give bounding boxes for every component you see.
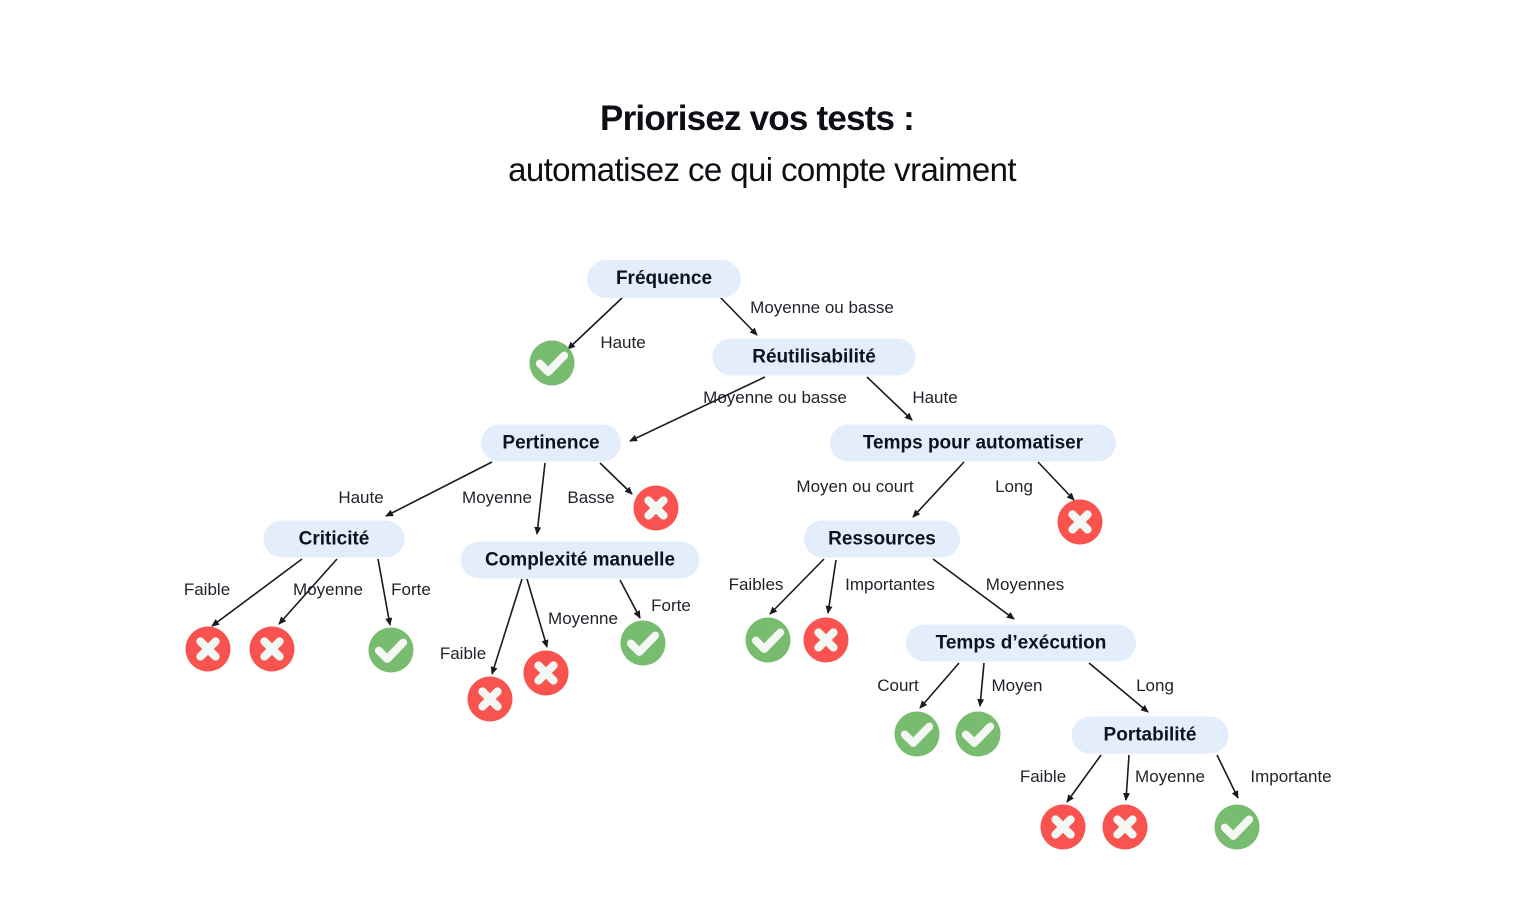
cross-icon [185, 626, 231, 672]
edge-line-ressources-faibles [769, 558, 825, 615]
edge-line-portabilite-importante [1216, 754, 1239, 799]
edge-line-pertinence-moyenne [534, 462, 546, 535]
edge-label-criticite-moyenne: Moyenne [293, 580, 363, 599]
edge-label-ressources-faibles: Faibles [728, 575, 784, 594]
edge-label-execution-long: Long [1136, 676, 1174, 695]
node-temps-pour-automatiser: Temps pour automatiser [830, 424, 1116, 462]
check-icon [620, 620, 666, 666]
edge-line-criticite-moyenne [278, 558, 338, 625]
edge-label-ressources-importantes: Importantes [845, 575, 935, 594]
edge-label-reutilisabilite-moyenne-basse: Moyenne ou basse [703, 388, 847, 407]
edge-line-reutilisabilite-haute [866, 376, 913, 421]
edge-line-execution-moyen [977, 662, 985, 707]
check-icon [529, 340, 575, 386]
edge-label-frequence-moyenne-basse: Moyenne ou basse [750, 298, 894, 317]
edge-label-portabilite-moyenne: Moyenne [1135, 767, 1205, 786]
cross-icon [523, 650, 569, 696]
node-pertinence: Pertinence [481, 424, 621, 462]
node-temps-d-execution: Temps d’exécution [906, 624, 1136, 662]
node-portabilite: Portabilité [1071, 716, 1229, 754]
edge-label-criticite-forte: Forte [391, 580, 431, 599]
edge-line-frequence-haute [567, 297, 623, 350]
check-icon [955, 711, 1001, 757]
edge-label-temps-auto-moyen-court: Moyen ou court [796, 477, 914, 496]
edge-label-ressources-moyennes: Moyennes [985, 575, 1065, 594]
node-reutilisabilite: Réutilisabilité [712, 338, 916, 376]
edge-label-execution-court: Court [877, 676, 919, 695]
edge-line-complexite-moyenne [526, 578, 549, 648]
edge-label-pertinence-haute: Haute [338, 488, 384, 507]
edge-line-pertinence-basse [599, 462, 633, 495]
cross-icon [633, 485, 679, 531]
edge-label-portabilite-faible: Faible [1019, 767, 1067, 786]
cross-icon [1040, 804, 1086, 850]
edge-line-ressources-moyennes [932, 558, 1015, 620]
edge-label-execution-moyen: Moyen [991, 676, 1043, 695]
edge-line-ressources-importantes [825, 559, 837, 614]
page-title: Priorisez vos tests : [600, 99, 915, 138]
cross-icon [803, 617, 849, 663]
edge-line-portabilite-moyenne [1122, 754, 1130, 801]
edge-line-complexite-faible [490, 578, 523, 675]
edge-line-portabilite-faible [1066, 754, 1102, 803]
check-icon [1214, 804, 1260, 850]
edge-line-pertinence-haute [385, 461, 493, 517]
edge-line-temps-auto-long [1037, 461, 1075, 501]
edge-line-frequence-moyenne-basse [719, 296, 758, 336]
page-subtitle: automatisez ce qui compte vraiment [508, 151, 1016, 188]
edge-line-execution-long [1088, 662, 1149, 713]
edge-line-temps-auto-moyen-court [912, 461, 965, 518]
edge-line-execution-court [919, 662, 960, 709]
edge-line-complexite-forte [619, 579, 641, 619]
edge-label-pertinence-moyenne: Moyenne [462, 488, 532, 507]
edge-label-portabilite-importante: Importante [1250, 767, 1332, 786]
edge-line-criticite-forte [377, 558, 393, 626]
node-frequence: Fréquence [587, 260, 741, 298]
node-complexite-manuelle: Complexité manuelle [460, 541, 700, 579]
cross-icon [249, 626, 295, 672]
node-ressources: Ressources [804, 520, 960, 558]
check-icon [894, 711, 940, 757]
edge-label-reutilisabilite-haute: Haute [912, 388, 958, 407]
cross-icon [1057, 499, 1103, 545]
edge-label-pertinence-basse: Basse [567, 488, 615, 507]
edge-label-temps-auto-long: Long [995, 477, 1033, 496]
edge-label-frequence-haute: Haute [600, 333, 646, 352]
edge-line-criticite-faible [211, 558, 303, 627]
node-criticite: Criticité [263, 520, 405, 558]
edge-label-complexite-moyenne: Moyenne [548, 609, 618, 628]
edge-label-criticite-faible: Faible [183, 580, 231, 599]
cross-icon [1102, 804, 1148, 850]
edge-label-complexite-faible: Faible [439, 644, 487, 663]
check-icon [745, 617, 791, 663]
edge-line-reutilisabilite-moyenne-basse [629, 376, 766, 442]
edge-label-complexite-forte: Forte [651, 596, 691, 615]
check-icon [368, 627, 414, 673]
cross-icon [467, 676, 513, 722]
